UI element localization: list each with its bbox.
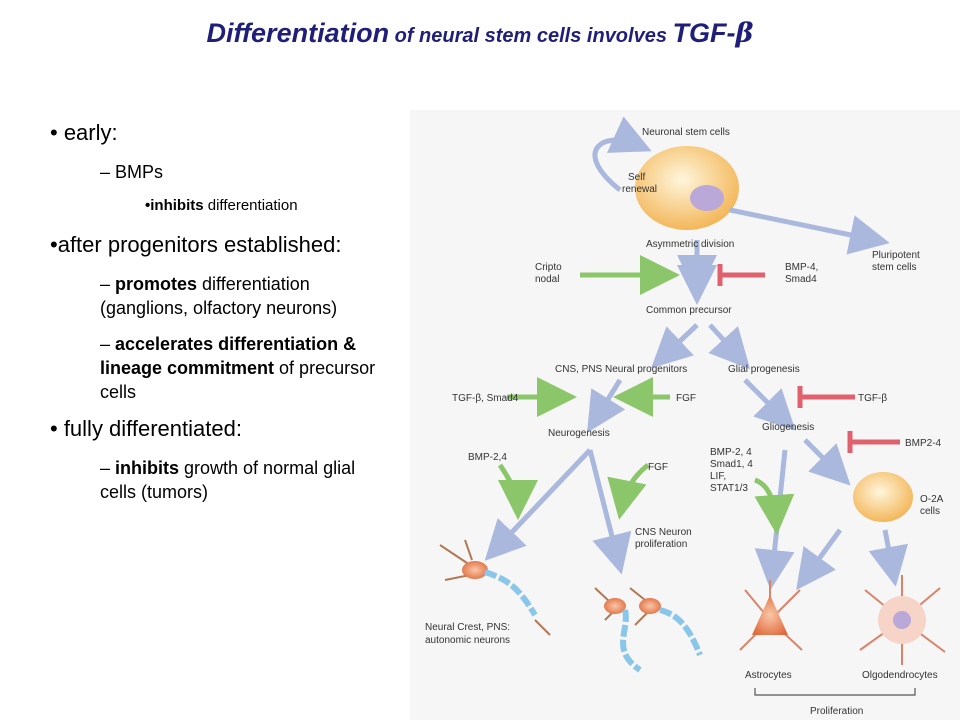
label-pluripotent: Pluripotent	[872, 250, 920, 261]
label-oligodendrocytes: Olgodendrocytes	[862, 670, 938, 681]
accel-bold: accelerates differentiation & lineage co…	[100, 334, 357, 378]
label-neuronal-stem-cells: Neuronal stem cells	[642, 127, 730, 138]
label-fgf-1: FGF	[676, 393, 696, 404]
self-renewal-arrow	[592, 116, 652, 192]
label-autonomic-neurons: autonomic neurons	[425, 635, 510, 646]
bullet-inhibits-rest: differentiation	[203, 197, 298, 214]
label-gliogenesis: Gliogenesis	[762, 422, 814, 433]
label-stem-cells: stem cells	[872, 262, 916, 273]
label-bmp24-mid-2: Smad1, 4	[710, 459, 753, 470]
label-renewal: renewal	[622, 184, 657, 195]
title-part3: TGF-	[672, 18, 736, 48]
bullet-list: • early: – BMPs •inhibits differentiatio…	[50, 120, 380, 516]
accel-rest: of precursor cells	[100, 358, 376, 402]
label-neural-crest: Neural Crest, PNS:	[425, 622, 510, 633]
bullet-promotes: – promotes differentiation (ganglions, o…	[100, 272, 380, 320]
label-fgf-2: FGF	[648, 462, 668, 473]
promotes-rest: differentiation (ganglions, olfactory ne…	[100, 274, 338, 318]
promotes-bold: promotes	[115, 274, 198, 294]
title-beta: β	[735, 18, 754, 49]
label-bmp24-left: BMP-2,4	[468, 452, 507, 463]
inh2-dash: –	[100, 458, 116, 478]
bullet-after: •after progenitors established:	[50, 232, 342, 257]
label-bmp24-mid-3: LIF,	[710, 471, 726, 482]
title-part2: of neural stem cells involves	[389, 25, 673, 47]
bullet-early: • early:	[50, 120, 118, 145]
neuronal-stem-cell-icon	[635, 146, 739, 230]
inhibition-bars	[717, 264, 900, 453]
label-bmp24-mid-1: BMP-2, 4	[710, 447, 752, 458]
slide-title: Differentiation of neural stem cells inv…	[0, 18, 960, 49]
bullet-inhibits: •inhibits differentiation	[145, 196, 380, 216]
bullet-accelerates: – accelerates differentiation & lineage …	[100, 332, 380, 404]
label-nodal: nodal	[535, 274, 559, 285]
promoting-arrows	[497, 255, 795, 535]
o2a-cell-icon	[853, 472, 913, 522]
label-cns-proliferation: proliferation	[635, 539, 687, 550]
label-bmp2-4: BMP2-4	[905, 438, 942, 449]
label-o2a-cells: cells	[920, 506, 940, 517]
promotes-dash: –	[100, 274, 116, 294]
inh2-rest: growth of normal glial cells (tumors)	[100, 458, 356, 502]
label-cns-pns-progenitors: CNS, PNS Neural progenitors	[555, 364, 687, 375]
label-cripto: Cripto	[535, 262, 562, 273]
label-bmp4: BMP-4,	[785, 262, 818, 273]
bullet-fully: • fully differentiated:	[50, 416, 242, 441]
astrocyte-icon	[739, 580, 803, 651]
label-smad4: Smad4	[785, 274, 817, 285]
proliferation-bracket	[754, 688, 916, 696]
label-cns-neuron: CNS Neuron	[635, 527, 692, 538]
oligodendrocyte-icon	[859, 575, 946, 665]
bullet-bmps: – BMPs	[100, 162, 164, 182]
title-part1: Differentiation	[206, 18, 390, 48]
label-proliferation: Proliferation	[810, 706, 863, 717]
bullet-inhibits-bold: •inhibits	[145, 197, 204, 214]
label-neurogenesis: Neurogenesis	[548, 428, 610, 439]
bullet-inhibits-growth: – inhibits growth of normal glial cells …	[100, 456, 380, 504]
label-bmp24-mid-4: STAT1/3	[710, 483, 748, 494]
label-tgf-smad4: TGF-β, Smad4	[452, 393, 519, 404]
label-self: Self	[628, 172, 645, 183]
label-astrocytes: Astrocytes	[745, 670, 792, 681]
label-asymmetric-division: Asymmetric division	[646, 239, 734, 250]
accel-dash: –	[100, 334, 116, 354]
label-tgf-beta: TGF-β	[858, 393, 887, 404]
neuron-icons	[439, 539, 703, 673]
label-o2a: O-2A	[920, 494, 944, 505]
label-common-precursor: Common precursor	[646, 305, 732, 316]
label-glial-progenesis: Glial progenesis	[728, 364, 800, 375]
differentiation-diagram: Neuronal stem cells Self renewal Asymmet…	[410, 110, 960, 720]
inh2-bold: inhibits	[115, 458, 180, 478]
